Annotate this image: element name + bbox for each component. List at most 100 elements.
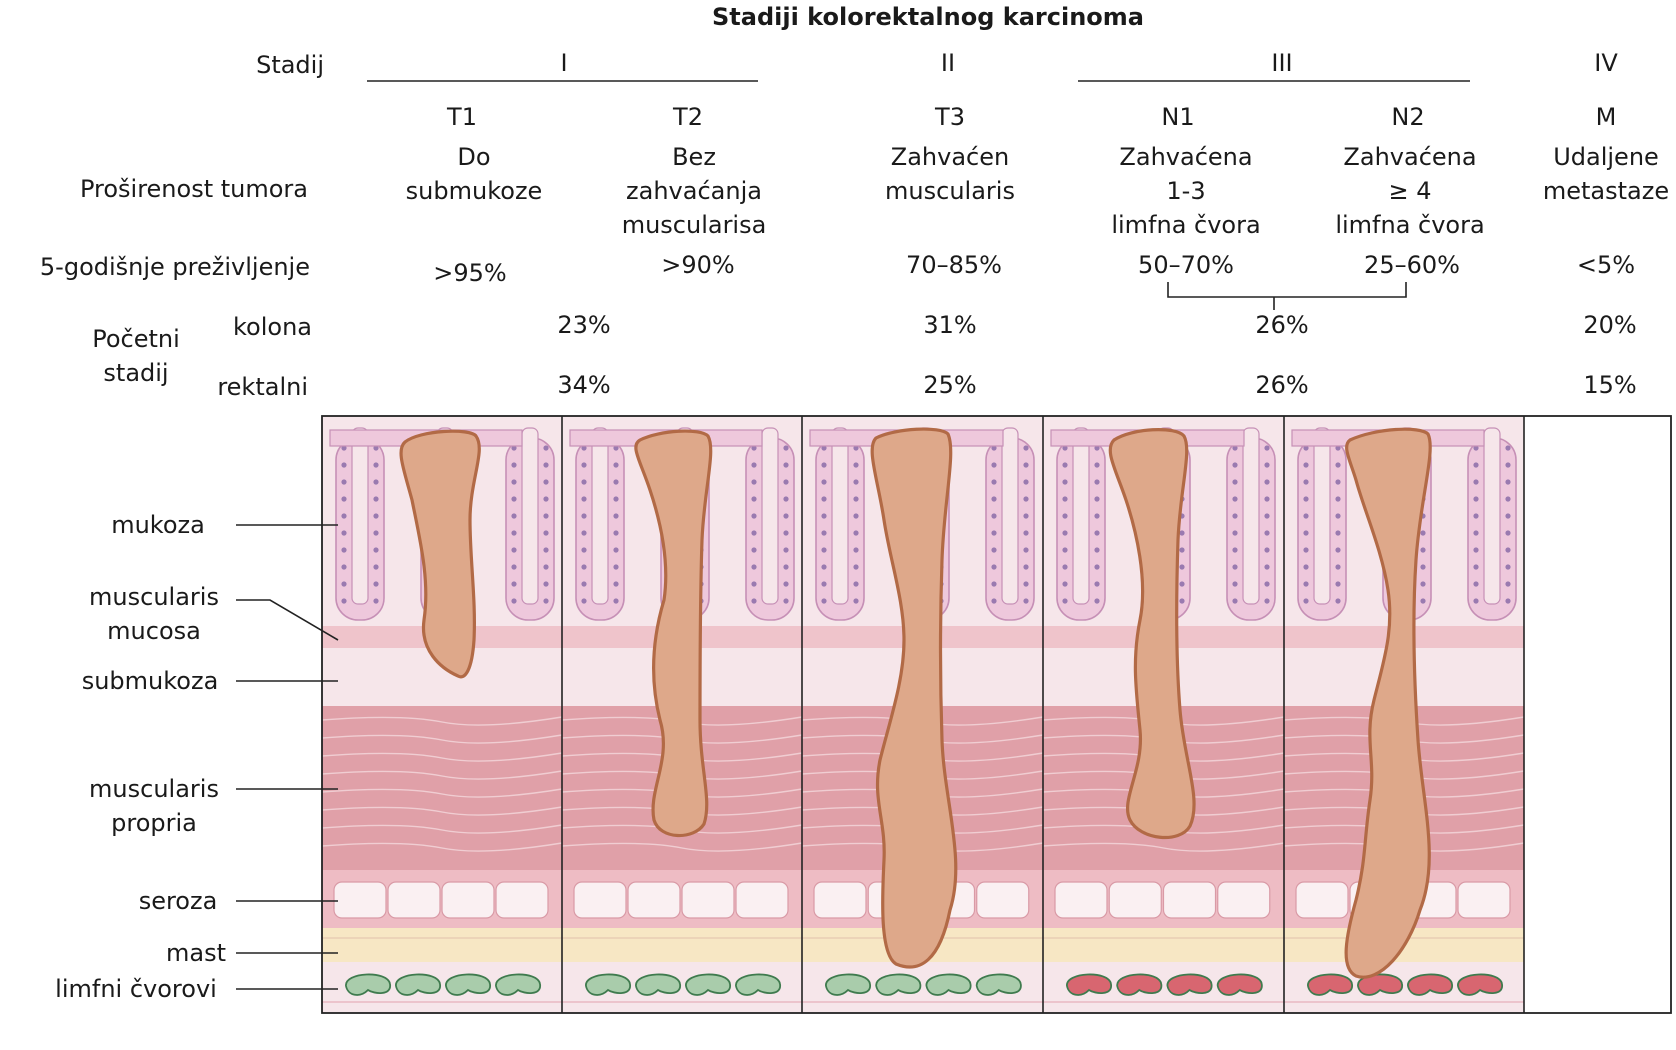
cell-nucleus — [751, 564, 757, 570]
cell-nucleus — [1264, 564, 1270, 570]
crypt-lumen — [1483, 427, 1501, 605]
cell-nucleus — [1179, 564, 1185, 570]
cell-nucleus — [543, 598, 549, 604]
cell-nucleus — [1062, 598, 1068, 604]
cell-nucleus — [1232, 564, 1238, 570]
cell-nucleus — [543, 462, 549, 468]
tumor-T1 — [399, 429, 481, 679]
row-label-colon: kolona — [233, 313, 312, 341]
cell-nucleus — [853, 462, 859, 468]
cell-nucleus — [581, 462, 587, 468]
cell-nucleus — [1232, 445, 1238, 451]
rectal-stage-I: 34% — [557, 371, 611, 399]
cell-nucleus — [821, 479, 827, 485]
cell-nucleus — [373, 530, 379, 536]
survival-T2: >90% — [661, 251, 735, 279]
stage-II: II — [940, 49, 956, 77]
cell-nucleus — [1179, 547, 1185, 553]
cell-nucleus — [751, 581, 757, 587]
cell-nucleus — [1303, 547, 1309, 553]
lymph-node — [395, 973, 441, 996]
diagram-title: Stadiji kolorektalnog karcinoma — [712, 3, 1144, 31]
cell-nucleus — [783, 530, 789, 536]
cell-nucleus — [373, 547, 379, 553]
cell-nucleus — [1473, 581, 1479, 587]
rectal-stage-III: 26% — [1255, 371, 1309, 399]
cell-nucleus — [341, 445, 347, 451]
cell-nucleus — [341, 479, 347, 485]
cell-nucleus — [581, 445, 587, 451]
cell-nucleus — [853, 530, 859, 536]
muscle-fiber — [321, 752, 563, 762]
layer-label-lymph-nodes: limfni čvorovi — [55, 975, 217, 1003]
lymph-node — [445, 973, 491, 996]
cell-nucleus — [1023, 479, 1029, 485]
cell-nucleus — [991, 598, 997, 604]
cell-nucleus — [511, 581, 517, 587]
cell-nucleus — [1094, 564, 1100, 570]
cell-nucleus — [751, 445, 757, 451]
cell-nucleus — [1264, 581, 1270, 587]
serosa-cell — [1054, 881, 1108, 919]
cell-nucleus — [821, 598, 827, 604]
cell-nucleus — [853, 445, 859, 451]
cell-nucleus — [511, 479, 517, 485]
cell-nucleus — [613, 564, 619, 570]
cell-nucleus — [543, 530, 549, 536]
cell-nucleus — [1505, 547, 1511, 553]
cell-nucleus — [1232, 479, 1238, 485]
extent-T2-line2: zahvaćanja — [626, 177, 762, 205]
cell-nucleus — [581, 479, 587, 485]
cell-nucleus — [511, 598, 517, 604]
cell-nucleus — [1062, 479, 1068, 485]
cell-nucleus — [1335, 462, 1341, 468]
crypt-lumen — [1313, 427, 1331, 605]
cell-nucleus — [1303, 530, 1309, 536]
colon-stage-III: 26% — [1255, 311, 1309, 339]
cell-nucleus — [341, 564, 347, 570]
cell-nucleus — [853, 581, 859, 587]
cell-nucleus — [1264, 445, 1270, 451]
cell-nucleus — [1505, 462, 1511, 468]
cell-nucleus — [1179, 581, 1185, 587]
extent-N2-line1: Zahvaćena — [1343, 143, 1477, 171]
cell-nucleus — [341, 547, 347, 553]
cell-nucleus — [821, 462, 827, 468]
cell-nucleus — [341, 598, 347, 604]
cell-nucleus — [1094, 598, 1100, 604]
row-label-extent: Proširenost tumora — [79, 175, 308, 203]
muscle-fiber — [321, 734, 563, 744]
serosa-cell — [976, 881, 1030, 919]
cell-nucleus — [511, 496, 517, 502]
cell-nucleus — [373, 513, 379, 519]
cell-nucleus — [1335, 581, 1341, 587]
cell-nucleus — [1505, 513, 1511, 519]
serosa-cell — [627, 881, 681, 919]
layer-label-muscularis-mucosa-2: mucosa — [107, 617, 201, 645]
cell-nucleus — [581, 564, 587, 570]
code-N1: N1 — [1161, 103, 1195, 131]
cell-nucleus — [1062, 513, 1068, 519]
cell-nucleus — [1473, 462, 1479, 468]
cell-nucleus — [751, 598, 757, 604]
cell-nucleus — [821, 581, 827, 587]
cell-nucleus — [991, 547, 997, 553]
cell-nucleus — [1023, 513, 1029, 519]
survival-T1: >95% — [433, 259, 507, 287]
cell-nucleus — [613, 547, 619, 553]
cell-nucleus — [1232, 530, 1238, 536]
cell-nucleus — [1420, 547, 1426, 553]
cell-nucleus — [1303, 462, 1309, 468]
cell-nucleus — [511, 462, 517, 468]
tumor-T3 — [870, 427, 958, 969]
crypt-lumen — [591, 427, 609, 605]
extent-N2-line3: limfna čvora — [1335, 211, 1485, 239]
cell-nucleus — [1094, 547, 1100, 553]
cell-nucleus — [613, 581, 619, 587]
survival-N2: 25–60% — [1364, 251, 1460, 279]
cell-nucleus — [783, 462, 789, 468]
cell-nucleus — [1179, 598, 1185, 604]
cell-nucleus — [613, 445, 619, 451]
cell-nucleus — [1335, 530, 1341, 536]
code-N2: N2 — [1391, 103, 1425, 131]
